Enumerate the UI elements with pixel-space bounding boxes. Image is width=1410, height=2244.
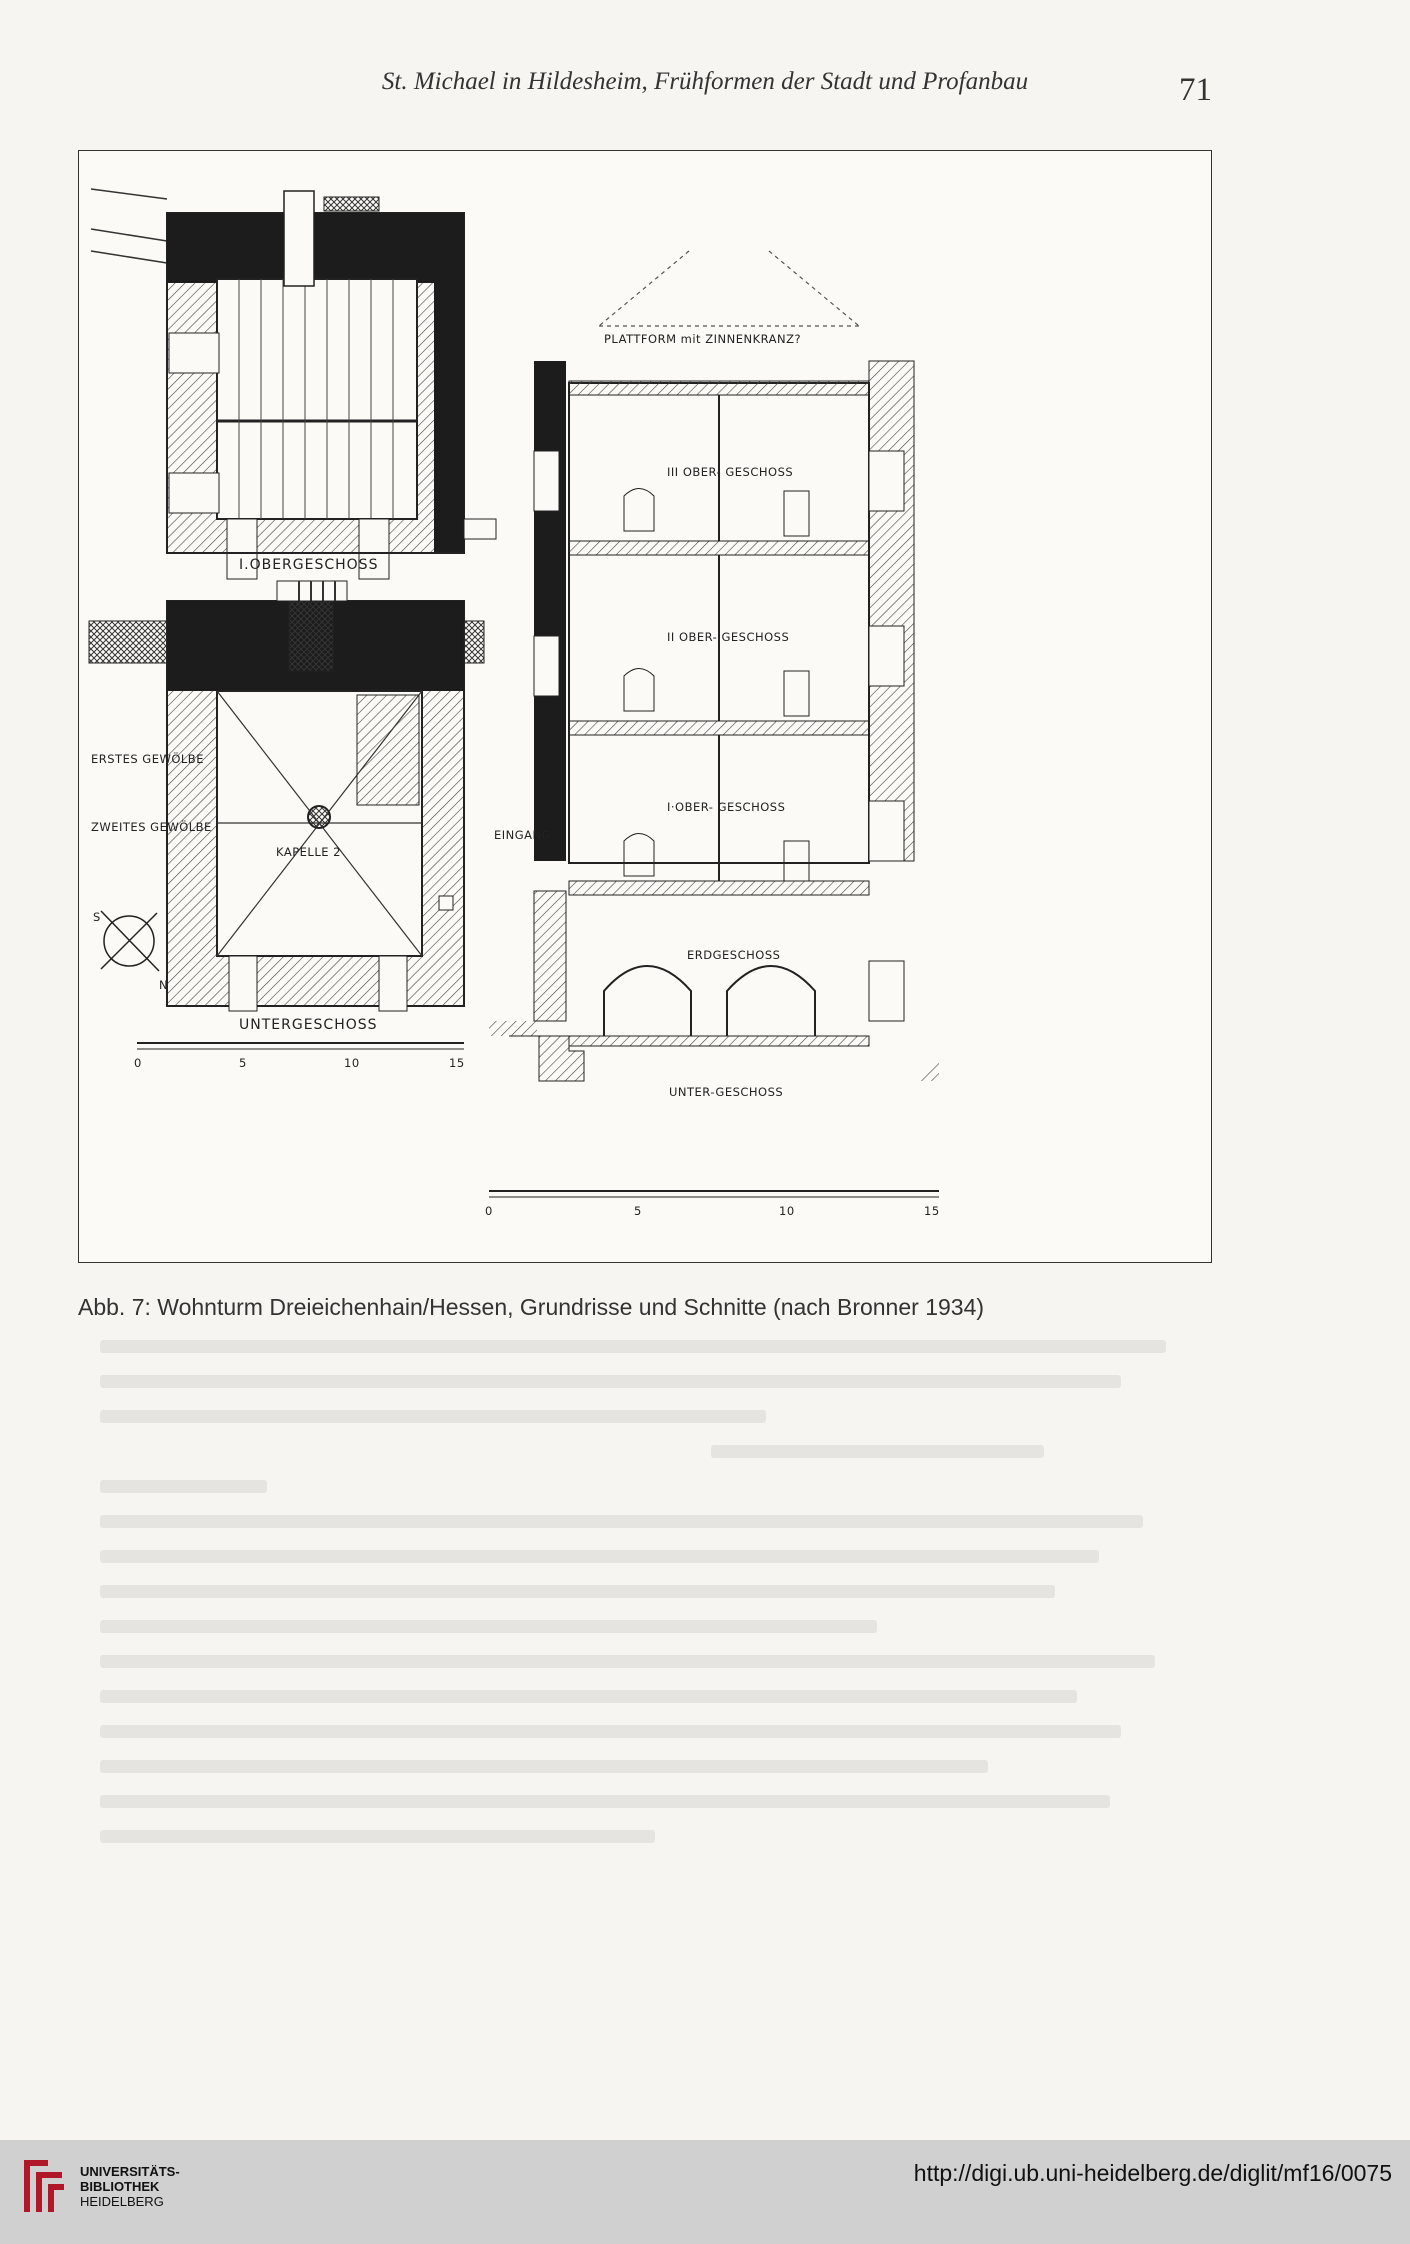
scale-bar-right: 0 5 10 15 [485, 1190, 940, 1218]
bleed-through-text [100, 1340, 1210, 1960]
label-chapel: KAPELLE 2 [276, 845, 341, 859]
label-entrance: EINGANG [494, 828, 551, 842]
compass-icon: N S [93, 910, 168, 992]
library-line-1: UNIVERSITÄTS- [80, 2164, 180, 2179]
source-url-link[interactable]: http://digi.ub.uni-heidelberg.de/diglit/… [913, 2160, 1392, 2186]
page-number: 71 [1179, 72, 1212, 108]
label-platform: PLATTFORM mit ZINNENKRANZ? [604, 332, 801, 346]
running-head: St. Michael in Hildesheim, Frühformen de… [381, 68, 1029, 95]
compass-south-label: S [93, 910, 101, 924]
tower-section: PLATTFORM mit ZINNENKRANZ? III OBER- GES… [489, 250, 939, 1099]
scale-right-5: 5 [634, 1204, 642, 1218]
scale-bar-left: 0 5 10 15 [134, 1042, 465, 1070]
scale-right-15: 15 [924, 1204, 940, 1218]
scale-left-10: 10 [344, 1056, 360, 1070]
label-third-floor: III OBER- GESCHOSS [667, 465, 793, 479]
plan-lower-floor: ERSTES GEWÖLBE ZWEITES GEWÖLBE KAPELLE 2… [88, 580, 485, 1033]
library-name: UNIVERSITÄTS- BIBLIOTHEK HEIDELBERG [80, 2164, 180, 2209]
compass-north-label: N [159, 978, 168, 992]
scale-right-0: 0 [485, 1204, 493, 1218]
library-logo-icon [24, 2160, 64, 2212]
label-second-floor: II OBER- GESCHOSS [667, 630, 789, 644]
label-first-floor: I·OBER- GESCHOSS [667, 800, 785, 814]
label-basement: UNTER-GESCHOSS [669, 1085, 783, 1099]
plan-upper-floor: I.OBERGESCHOSS [90, 188, 497, 580]
label-ground-floor: ERDGESCHOSS [687, 948, 780, 962]
library-line-2: BIBLIOTHEK [80, 2179, 160, 2194]
scale-left-5: 5 [239, 1056, 247, 1070]
figure-drawing: I.OBERGESCHOSS [78, 150, 1212, 1263]
label-second-vault: ZWEITES GEWÖLBE [91, 818, 212, 834]
label-lower-floor: UNTERGESCHOSS [239, 1017, 378, 1033]
scale-right-10: 10 [779, 1204, 795, 1218]
figure-caption: Abb. 7: Wohnturm Dreieichenhain/Hessen, … [78, 1294, 985, 1320]
library-line-3: HEIDELBERG [80, 2194, 164, 2209]
scale-left-15: 15 [449, 1056, 465, 1070]
footer-bar: UNIVERSITÄTS- BIBLIOTHEK HEIDELBERG http… [0, 2140, 1410, 2244]
label-first-vault: ERSTES GEWÖLBE [91, 750, 204, 766]
tower-plans-and-section: I.OBERGESCHOSS [88, 188, 940, 1218]
label-upper-floor: I.OBERGESCHOSS [239, 557, 378, 573]
scale-left-0: 0 [134, 1056, 142, 1070]
